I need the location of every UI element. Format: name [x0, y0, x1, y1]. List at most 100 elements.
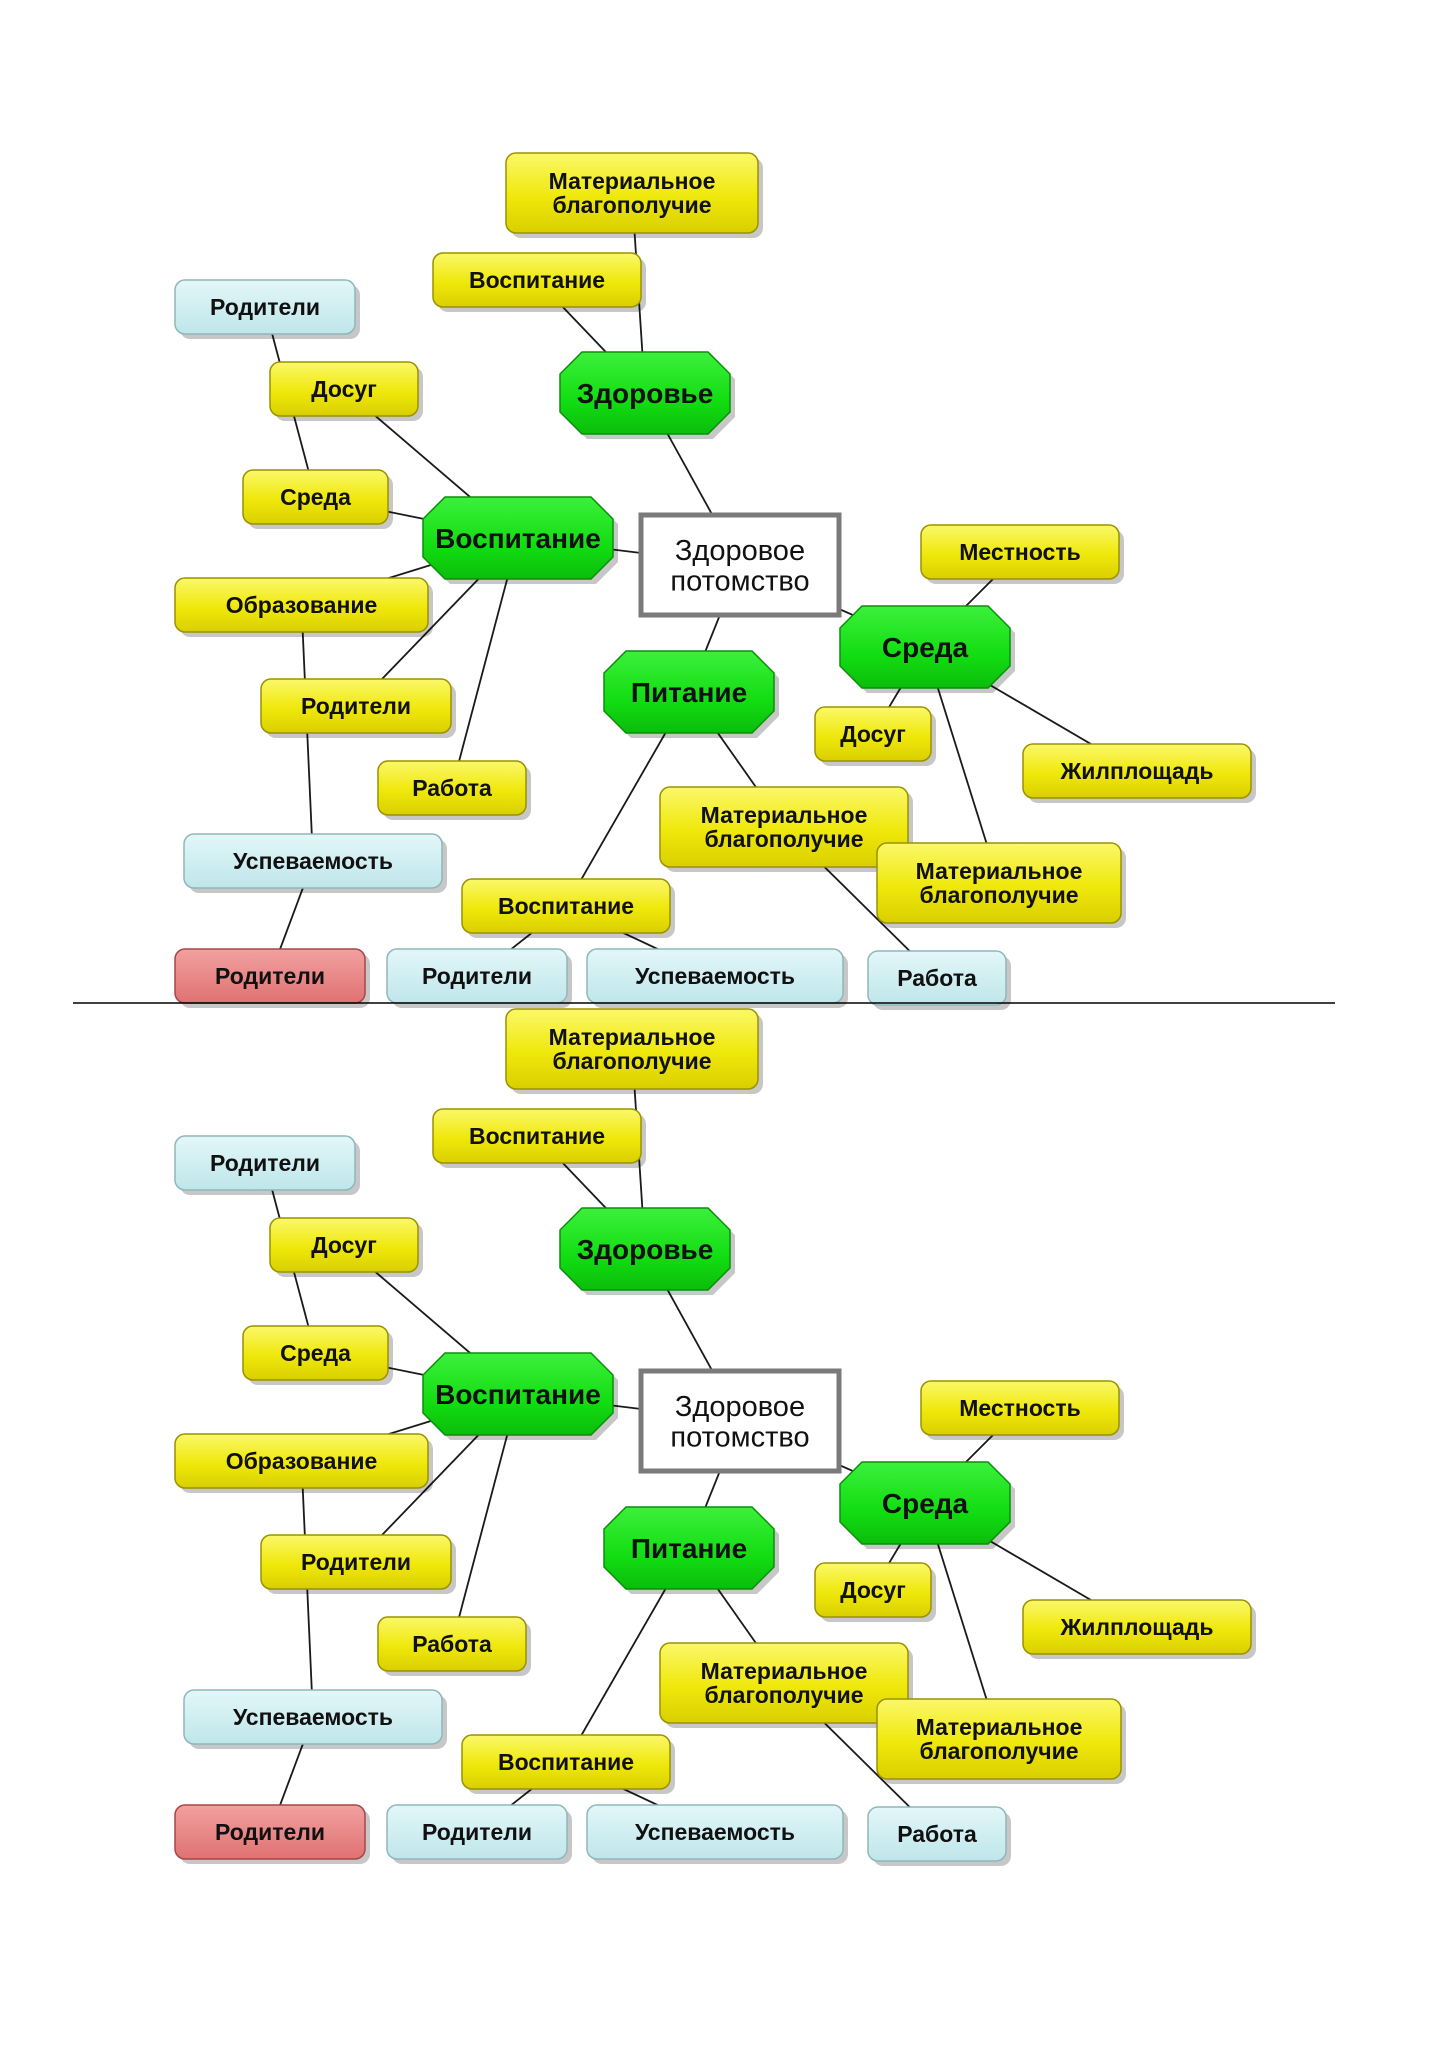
node-label-line: благополучие: [552, 192, 711, 218]
node-sreda: Среда: [839, 1461, 1015, 1549]
node-label: Успеваемость: [233, 848, 393, 874]
node-shape: [183, 1689, 443, 1745]
node-label-line: Успеваемость: [635, 963, 795, 989]
node-label: Воспитание: [498, 1749, 634, 1775]
node-shape: [559, 1207, 731, 1291]
node-rabota-left: Работа: [377, 760, 531, 820]
node-uspevaemost-bottom: Успеваемость: [586, 948, 848, 1008]
node-label: Образование: [226, 592, 378, 618]
node-shape: [867, 950, 1007, 1006]
node-shape: [422, 496, 614, 580]
node-zdorovye: Здоровье: [559, 351, 735, 439]
node-shape: [876, 1698, 1122, 1780]
node-shape: [269, 361, 419, 417]
node-label-line: Воспитание: [435, 1379, 601, 1410]
node-label-line: Материальное: [549, 1024, 716, 1050]
node-shape: [638, 1368, 842, 1474]
node-shape: [505, 1008, 759, 1090]
node-label-line: Работа: [897, 1821, 977, 1847]
node-shape: [174, 1433, 429, 1489]
node-label-line: Воспитание: [498, 1749, 634, 1775]
node-rabota-bottom: Работа: [867, 950, 1011, 1010]
node-shape: [839, 1461, 1011, 1545]
node-shape: [638, 512, 842, 618]
node-roditeli-left: Родители: [174, 1135, 360, 1195]
node-mestnost: Местность: [920, 524, 1124, 584]
node-label: Работа: [412, 1631, 492, 1657]
node-roditeli-left: Родители: [174, 279, 360, 339]
node-shape: [174, 577, 429, 633]
node-shape: [876, 842, 1122, 924]
node-shape: [174, 1804, 366, 1860]
node-label-line: Родители: [215, 963, 325, 989]
node-shape: [814, 1562, 932, 1618]
node-dosug-right: Досуг: [814, 706, 936, 766]
node-label: Родители: [210, 294, 320, 320]
node-vospitanie: Воспитание: [422, 1352, 618, 1440]
node-shape: [920, 524, 1120, 580]
node-label-line: Материальное: [916, 1714, 1083, 1740]
node-obrazovanie: Образование: [174, 1433, 433, 1493]
node-label-line: Воспитание: [435, 523, 601, 554]
node-vospitanie: Воспитание: [422, 496, 618, 584]
node-shape: [659, 786, 909, 868]
node-shape: [603, 650, 775, 734]
node-uspevaemost-left: Успеваемость: [183, 833, 447, 893]
node-label-line: Здоровье: [577, 378, 714, 409]
node-label-line: Материальное: [916, 858, 1083, 884]
node-label-line: Образование: [226, 1448, 378, 1474]
node-rabota-bottom: Работа: [867, 1806, 1011, 1866]
node-shape: [505, 152, 759, 234]
node-label-line: Здоровое: [675, 1391, 805, 1423]
node-label: Среда: [882, 632, 969, 663]
node-label: Среда: [882, 1488, 969, 1519]
node-label: Питание: [631, 1533, 747, 1564]
node-shape: [242, 1325, 389, 1381]
node-label: Успеваемость: [635, 1819, 795, 1845]
node-label: Досуг: [840, 721, 906, 747]
node-shape: [839, 605, 1011, 689]
node-dosug-left: Досуг: [269, 1217, 423, 1277]
node-label-line: благополучие: [552, 1048, 711, 1074]
node-label-line: Здоровое: [675, 535, 805, 567]
node-roditeli-bottom: Родители: [386, 948, 572, 1008]
node-label: Досуг: [311, 1232, 377, 1258]
node-label-line: благополучие: [919, 882, 1078, 908]
node-label-line: Работа: [412, 775, 492, 801]
node-shape: [1022, 1599, 1252, 1655]
node-label: Жилплощадь: [1059, 758, 1213, 784]
node-shape: [920, 1380, 1120, 1436]
node-shape: [174, 1135, 356, 1191]
node-label: Родители: [215, 1819, 325, 1845]
node-label: Воспитание: [469, 1123, 605, 1149]
node-label: Образование: [226, 1448, 378, 1474]
node-label-line: Успеваемость: [233, 848, 393, 874]
node-shape: [659, 1642, 909, 1724]
node-sreda-left: Среда: [242, 1325, 393, 1385]
node-label-line: Среда: [280, 1340, 351, 1366]
node-label-line: Досуг: [840, 1577, 906, 1603]
node-sreda-left: Среда: [242, 469, 393, 529]
node-label-line: Родители: [301, 1549, 411, 1575]
node-label-line: Здоровье: [577, 1234, 714, 1265]
node-label-line: Досуг: [840, 721, 906, 747]
node-shape: [422, 1352, 614, 1436]
node-label-line: Родители: [210, 1150, 320, 1176]
node-label: Работа: [412, 775, 492, 801]
node-roditeli-mid: Родители: [260, 678, 456, 738]
node-label-line: Жилплощадь: [1059, 1614, 1213, 1640]
node-label: Здоровье: [577, 1234, 714, 1265]
node-shape: [242, 469, 389, 525]
node-label-line: Материальное: [701, 802, 868, 828]
node-label-line: потомство: [670, 1421, 809, 1453]
node-mestnost: Местность: [920, 1380, 1124, 1440]
node-label-line: благополучие: [704, 826, 863, 852]
node-obrazovanie: Образование: [174, 577, 433, 637]
node-shape: [386, 1804, 568, 1860]
node-label: Воспитание: [435, 523, 601, 554]
node-shape: [586, 1804, 844, 1860]
